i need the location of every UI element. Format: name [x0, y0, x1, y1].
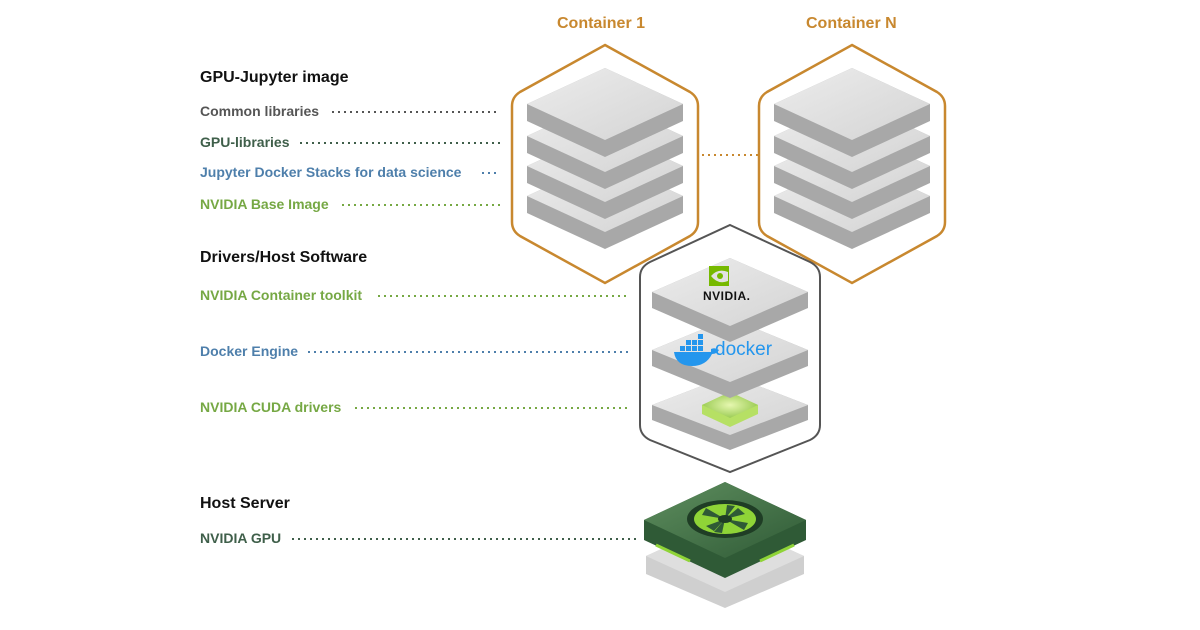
gpu-server: [644, 482, 806, 608]
gpu-light-left: [655, 543, 691, 563]
drivers-heading: Drivers/Host Software: [200, 249, 368, 266]
docker-block-top: [652, 318, 808, 382]
fan-icon: [687, 500, 763, 538]
layer-jupyter-docker-stacks: Jupyter Docker Stacks for data science: [200, 164, 462, 180]
host-server-heading: Host Server: [200, 495, 290, 512]
layer-nvidia-container-toolkit: NVIDIA Container toolkit: [200, 287, 363, 303]
container-n-title: Container N: [806, 15, 897, 32]
host-software-outline: [639, 223, 821, 474]
container-1-outline: [510, 43, 700, 285]
container-n-outline: [757, 43, 947, 285]
nvidia-eye-icon: [709, 266, 729, 286]
gpu-jupyter-heading: GPU-Jupyter image: [200, 69, 349, 86]
layer-gpu-libraries: GPU-libraries: [200, 134, 290, 150]
block-top: [527, 68, 683, 140]
container-n-stack: [774, 68, 930, 249]
container-1-title: Container 1: [557, 15, 646, 32]
nvidia-logo-text: NVIDIA.: [703, 289, 751, 303]
gpu-light-right: [759, 543, 795, 563]
leader-lines: [292, 111, 760, 540]
docker-logo-text: docker: [715, 339, 773, 360]
layer-nvidia-base-image: NVIDIA Base Image: [200, 196, 329, 212]
layer-nvidia-gpu: NVIDIA GPU: [200, 530, 282, 546]
block-top: [774, 68, 930, 140]
layer-common-libraries: Common libraries: [200, 103, 320, 119]
layer-docker-engine: Docker Engine: [200, 343, 299, 359]
whale-icon: [674, 334, 719, 366]
nvidia-block-top: [652, 258, 808, 326]
container-1-stack: [527, 68, 683, 249]
host-software-stack: [652, 258, 808, 450]
layer-nvidia-cuda-drivers: NVIDIA CUDA drivers: [200, 399, 342, 415]
